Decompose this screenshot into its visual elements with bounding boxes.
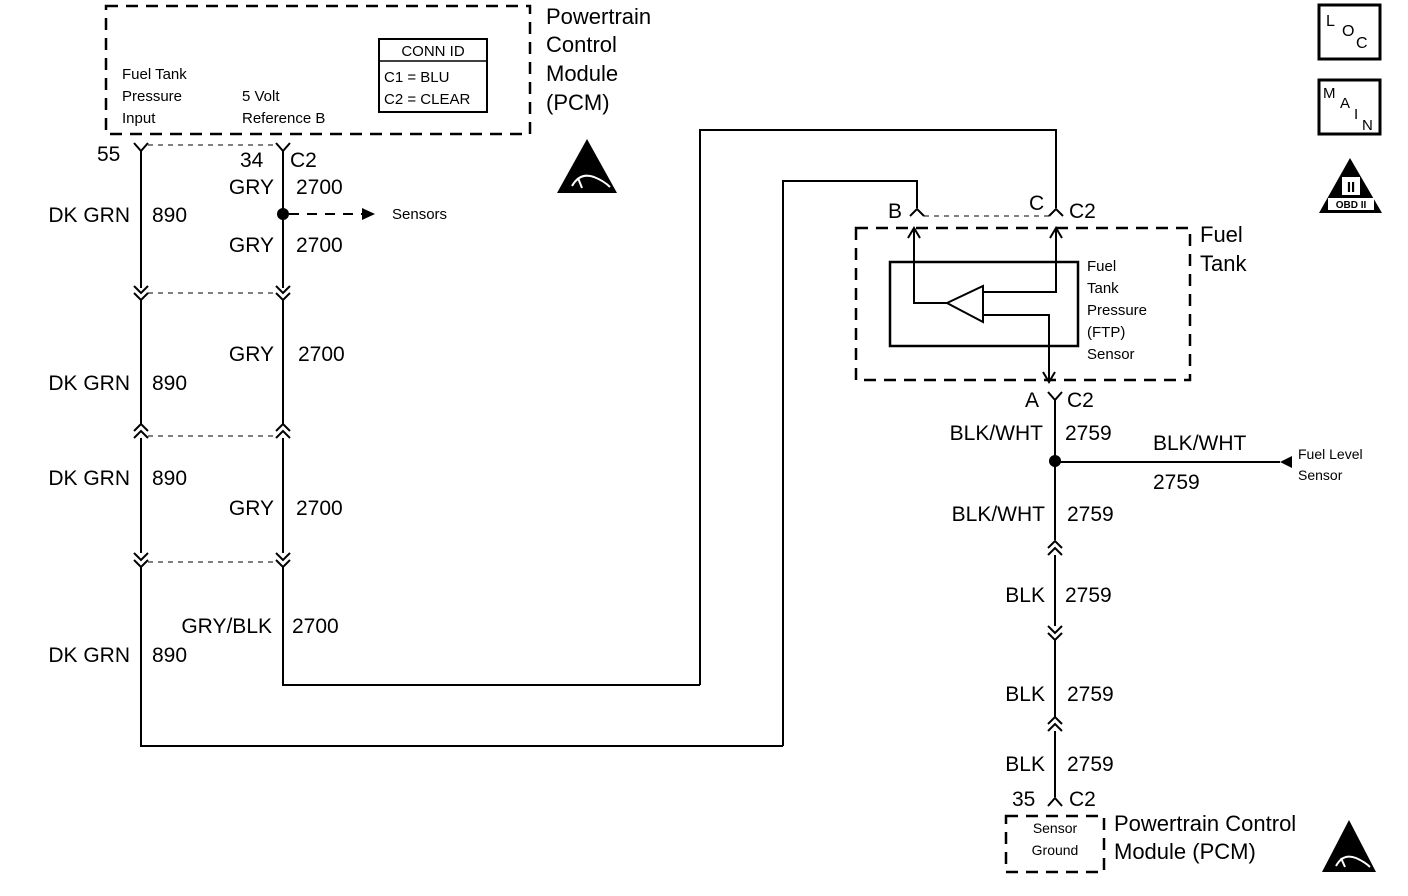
sensor-ground-box xyxy=(1004,814,1106,874)
pcm-top-title-4: (PCM) xyxy=(546,90,610,115)
pcm-bottom-title-2: Module (PCM) xyxy=(1114,839,1256,864)
wire-890-color-1: DK GRN xyxy=(48,204,130,227)
wire-2700-color-2: GRY xyxy=(229,234,274,257)
conn-id-c2: C2 = CLEAR xyxy=(384,91,470,108)
obd-roman: II xyxy=(1347,179,1355,196)
ftp-label-1: Fuel xyxy=(1087,258,1116,275)
conn-id-c1: C1 = BLU xyxy=(384,69,449,86)
conn-c2-tank-bottom: C2 xyxy=(1067,389,1094,412)
wire-2759-circuit-4: 2759 xyxy=(1067,683,1114,706)
wire-890-color-3: DK GRN xyxy=(48,467,130,490)
splice-fuel-level xyxy=(1049,455,1061,467)
pin-b: B xyxy=(888,200,902,223)
wire-2759-color-4: BLK xyxy=(1005,683,1045,706)
sensor-ground-label-1: Sensor xyxy=(1033,820,1078,836)
wire-2700-circuit-2: 2700 xyxy=(296,234,343,257)
pcm-top-module: Powertrain Control Module (PCM) Fuel Tan… xyxy=(97,4,651,193)
main-letter-n: N xyxy=(1362,117,1373,134)
obd-ii-badge-icon: II OBD II xyxy=(1319,158,1382,213)
ftp-label-5: Sensor xyxy=(1087,346,1135,363)
wire-2700-circuit-5: 2700 xyxy=(292,615,339,638)
sensors-splice: Sensors xyxy=(277,206,447,223)
loc-letter-l: L xyxy=(1326,13,1335,30)
fuel-level-wire-circuit: 2759 xyxy=(1153,471,1200,494)
obd-text: OBD II xyxy=(1336,200,1367,211)
pcm-top-title-1: Powertrain xyxy=(546,4,651,29)
wire-2759-circuit-3: 2759 xyxy=(1065,584,1112,607)
pin-35: 35 xyxy=(1012,788,1035,811)
pin-34: 34 xyxy=(240,149,264,172)
ftp-label-4: (FTP) xyxy=(1087,324,1125,341)
esd-warning-icon-bottom xyxy=(1322,820,1376,872)
conn-c2-tank-top: C2 xyxy=(1069,200,1096,223)
arrow-right-icon xyxy=(362,208,375,220)
wire-2700-circuit-3: 2700 xyxy=(298,343,345,366)
conn-c2-pcm-bottom: C2 xyxy=(1069,788,1096,811)
pcm-bottom-module: 35 C2 Sensor Ground Powertrain Control M… xyxy=(1004,788,1376,874)
wire-890-color-2: DK GRN xyxy=(48,372,130,395)
wire-2700-circuit-4: 2700 xyxy=(296,497,343,520)
pcm-input-label-2: Pressure xyxy=(122,88,182,105)
esd-warning-icon xyxy=(557,139,617,193)
wire-2700-circuit-1: 2700 xyxy=(296,176,343,199)
pin-a: A xyxy=(1025,389,1039,412)
sensors-label: Sensors xyxy=(392,206,447,223)
wire-890-circuit-2: 890 xyxy=(152,372,187,395)
sensor-ground-label-2: Ground xyxy=(1032,842,1079,858)
wire-890-path xyxy=(133,142,925,747)
wire-2759-path: A C2 xyxy=(1025,389,1292,807)
arrow-left-icon xyxy=(1280,456,1292,468)
wire-2759-circuit-2: 2759 xyxy=(1067,503,1114,526)
fuel-tank-title-1: Fuel xyxy=(1200,222,1243,247)
wire-2759-circuit-1: 2759 xyxy=(1065,422,1112,445)
fuel-level-label-2: Sensor xyxy=(1298,467,1343,483)
conn-id-title: CONN ID xyxy=(401,43,465,60)
wire-2700-color-1: GRY xyxy=(229,176,274,199)
wire-2759-color-3: BLK xyxy=(1005,584,1045,607)
main-badge-icon: M A I N xyxy=(1317,78,1382,136)
pcm-top-box xyxy=(104,4,532,136)
wire-890-circuit-3: 890 xyxy=(152,467,187,490)
pcm-bottom-title-1: Powertrain Control xyxy=(1114,811,1296,836)
fuel-level-label-1: Fuel Level xyxy=(1298,446,1363,462)
fuel-tank-title-2: Tank xyxy=(1200,251,1247,276)
main-letter-i: I xyxy=(1354,106,1358,123)
fuel-tank-block: B C C2 Fuel Tank Fuel Tank Pressure (FTP… xyxy=(854,192,1247,384)
wire-2759-color-2: BLK/WHT xyxy=(952,503,1046,526)
pcm-input-label-3: Input xyxy=(122,110,156,127)
loc-letter-o: O xyxy=(1342,23,1354,40)
loc-letter-c: C xyxy=(1356,35,1368,52)
wire-2700-color-5: GRY/BLK xyxy=(181,615,272,638)
wire-890-color-4: DK GRN xyxy=(48,644,130,667)
wire-2759-circuit-5: 2759 xyxy=(1067,753,1114,776)
ftp-label-3: Pressure xyxy=(1087,302,1147,319)
wire-2700-color-3: GRY xyxy=(229,343,274,366)
ftp-label-2: Tank xyxy=(1087,280,1119,297)
wire-890-circuit-1: 890 xyxy=(152,204,187,227)
loc-badge-icon: L O C xyxy=(1317,3,1382,61)
fuel-level-wire-color: BLK/WHT xyxy=(1153,432,1247,455)
wire-2759-color-1: BLK/WHT xyxy=(950,422,1044,445)
wire-890-circuit-4: 890 xyxy=(152,644,187,667)
pin-c: C xyxy=(1029,192,1044,215)
wire-2700-color-4: GRY xyxy=(229,497,274,520)
pcm-top-title-2: Control xyxy=(546,32,617,57)
wire-2759-color-5: BLK xyxy=(1005,753,1045,776)
main-letter-m: M xyxy=(1323,85,1336,102)
pcm-top-title-3: Module xyxy=(546,61,618,86)
pcm-ref-label-1: 5 Volt xyxy=(242,88,280,105)
conn-c2-top: C2 xyxy=(290,149,317,172)
ftp-sensor-box xyxy=(888,260,1080,348)
pin-55: 55 xyxy=(97,143,120,166)
conn-id-box xyxy=(378,38,488,113)
main-letter-a: A xyxy=(1340,95,1350,112)
amplifier-icon xyxy=(944,284,984,324)
pcm-input-label-1: Fuel Tank xyxy=(122,66,187,83)
fuel-tank-box xyxy=(854,226,1192,382)
pcm-ref-label-2: Reference B xyxy=(242,110,325,127)
